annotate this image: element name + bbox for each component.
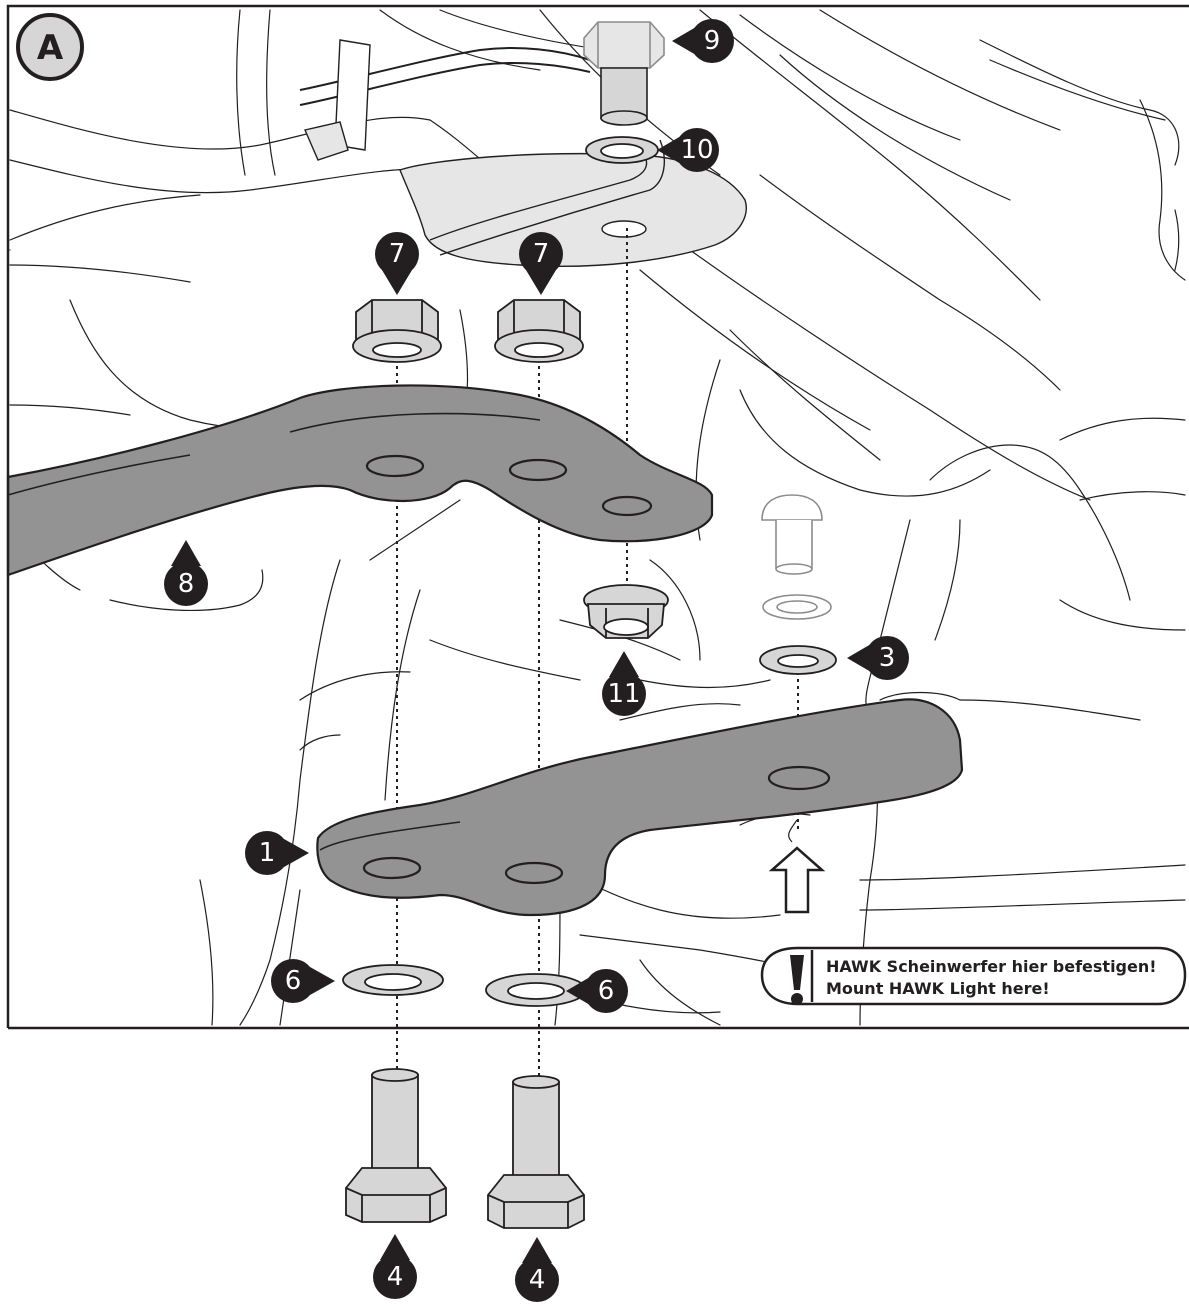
bracket-part-8: [6, 384, 714, 577]
exclamation-icon: [790, 955, 804, 1005]
callout-10: 10: [657, 128, 719, 172]
spring-washer: [762, 594, 832, 620]
callout-6-left-label: 6: [285, 966, 302, 996]
callout-9: 9: [672, 19, 734, 63]
bolt-part-4-right: [487, 1075, 585, 1229]
callout-4-left-label: 4: [387, 1262, 404, 1292]
callout-8: 8: [164, 540, 208, 606]
callout-10-label: 10: [680, 135, 713, 165]
upper-mounting-plate: [399, 139, 747, 267]
callout-3-label: 3: [879, 643, 896, 673]
mount-arrow-up: [768, 819, 826, 914]
nut-part-7-right: [494, 299, 584, 363]
cable-tie: [299, 39, 591, 161]
washer-part-3: [759, 645, 837, 675]
bracket-part-1: [316, 698, 964, 917]
note-line-1: HAWK Scheinwerfer hier befestigen!: [826, 957, 1157, 976]
bolt-part-9: [583, 21, 665, 126]
callout-3: 3: [847, 636, 909, 680]
callout-6-left: 6: [271, 959, 335, 1003]
section-label-badge: A: [16, 13, 84, 81]
section-label: A: [37, 28, 64, 68]
callout-7-right-label: 7: [533, 239, 550, 269]
washer-part-10: [585, 136, 659, 164]
callout-11-label: 11: [607, 679, 640, 709]
callout-1-label: 1: [259, 838, 276, 868]
callout-7-left: 7: [375, 232, 419, 295]
mount-note-box: HAWK Scheinwerfer hier befestigen! Mount…: [760, 946, 1187, 1006]
light-mount-bolt: [761, 494, 823, 575]
drawing-frame: [6, 4, 1189, 1030]
callout-4-right: 4: [515, 1237, 559, 1302]
washer-part-6-right: [485, 973, 587, 1007]
callout-4-left: 4: [373, 1234, 417, 1299]
callout-7-right: 7: [519, 232, 563, 295]
assembly-axes: [396, 228, 799, 1085]
callout-11: 11: [602, 651, 646, 716]
callout-8-label: 8: [178, 569, 195, 599]
callout-9-label: 9: [704, 26, 721, 56]
callout-1: 1: [245, 831, 309, 875]
callout-6-right: 6: [566, 969, 628, 1013]
callout-7-left-label: 7: [389, 239, 406, 269]
callout-6-right-label: 6: [598, 976, 615, 1006]
nut-part-7-left: [352, 299, 442, 363]
nut-part-11: [583, 584, 669, 639]
washer-part-6-left: [342, 964, 444, 996]
note-line-2: Mount HAWK Light here!: [826, 979, 1050, 998]
bolt-part-4-left: [345, 1068, 447, 1223]
callout-4-right-label: 4: [529, 1265, 546, 1295]
